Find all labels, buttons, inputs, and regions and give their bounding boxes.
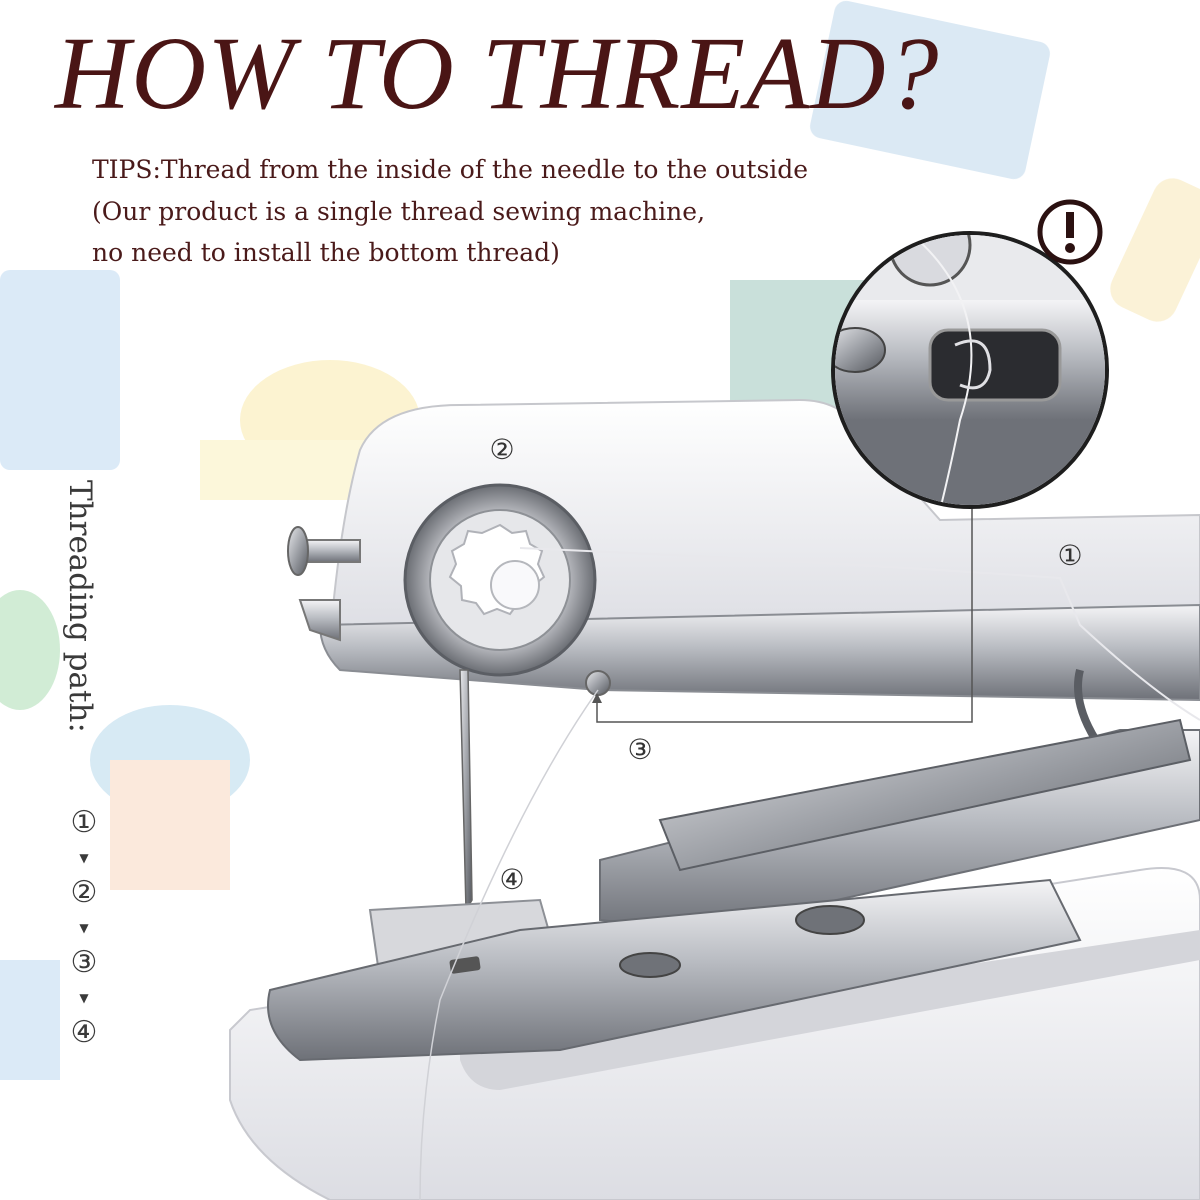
thread-line [519,547,1200,721]
path-step-4: ④ [70,1015,98,1050]
step-1-marker: ① [1057,539,1083,572]
path-step-2: ② [70,875,98,910]
threading-path-label: Threading path: [62,480,98,733]
threading-path-sequence: ① ▼ ② ▼ ③ ▼ ④ [62,805,106,1051]
arrow-down-icon: ▼ [79,991,89,1005]
tips-line-3: no need to install the bottom thread) [92,238,560,267]
callout-line [596,470,973,723]
needle [459,669,473,913]
background-decoration [0,0,1200,1080]
arrow-down-icon: ▼ [79,921,89,935]
path-step-1: ① [70,805,98,840]
tips-line-1: TIPS:Thread from the inside of the needl… [92,155,809,184]
page-title: HOW TO THREAD? [55,16,940,131]
arrow-down-icon: ▼ [79,851,89,865]
step-3-marker: ③ [627,733,653,766]
step-2-marker: ② [489,433,515,466]
step-4-marker: ④ [499,863,525,896]
path-step-3: ③ [70,945,98,980]
exclamation-circle-icon [1037,199,1103,265]
tips-line-2: (Our product is a single thread sewing m… [92,197,706,226]
